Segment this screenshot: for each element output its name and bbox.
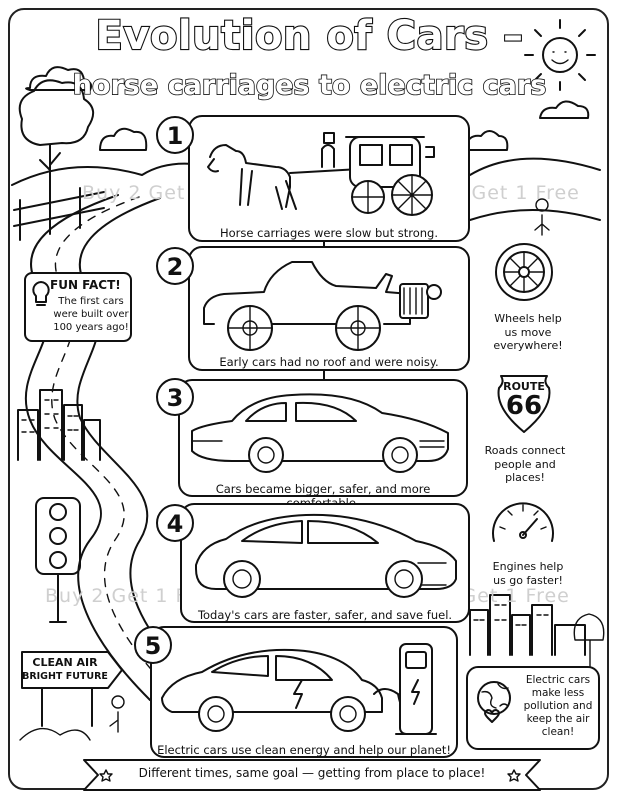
fun-fact-text: were built over xyxy=(53,309,129,320)
step-panel-2: Early cars had no roof and were noisy. xyxy=(188,246,470,371)
lightning-bolt-icon xyxy=(293,679,303,709)
electric-note-text: make less xyxy=(531,687,585,699)
early-car-illustration xyxy=(203,261,442,351)
route-sign-label: ROUTE xyxy=(503,380,545,393)
horse-carriage-illustration xyxy=(207,132,435,216)
step-caption: Today's cars are faster, safer, and save… xyxy=(197,608,453,622)
watermark-text: Buy 2 Get 1 Free xyxy=(45,585,220,607)
clean-sign-line2: BRIGHT FUTURE xyxy=(22,671,108,682)
star-icon xyxy=(99,769,113,782)
modern-car-illustration xyxy=(195,513,457,598)
step-number-badge: 2 xyxy=(156,247,194,285)
light-bulb-icon xyxy=(32,281,50,306)
wheels-note: Wheels help us move everywhere! xyxy=(493,312,563,352)
step-number-badge: 3 xyxy=(156,378,194,416)
page-title: Evolution of Cars – xyxy=(94,13,524,59)
charging-station-icon xyxy=(399,643,433,735)
fun-fact-text: 100 years ago! xyxy=(53,322,129,333)
banner-text: Different times, same goal — getting fro… xyxy=(138,766,486,780)
electric-note-box: Electric cars make less pollution and ke… xyxy=(466,666,600,750)
step-caption: Electric cars use clean energy and help … xyxy=(157,743,451,757)
electric-note-text: pollution and xyxy=(523,700,593,712)
route-66-sign-icon xyxy=(497,375,551,433)
page-subtitle: horse carriages to electric cars xyxy=(72,69,547,102)
heart-icon xyxy=(484,709,500,723)
city-skyline-icon xyxy=(469,594,586,656)
traffic-light-icon xyxy=(35,497,81,623)
speedometer-icon xyxy=(492,502,554,542)
step-caption: Horse carriages were slow but strong. xyxy=(219,226,438,240)
clean-sign-line1: CLEAN AIR xyxy=(32,656,98,669)
city-skyline-icon xyxy=(17,389,101,461)
cloud-icon xyxy=(25,66,93,91)
earth-icon xyxy=(477,681,511,723)
electric-note-text: Electric cars xyxy=(525,674,591,686)
step-number-badge: 5 xyxy=(134,626,172,664)
route-sign-number: 66 xyxy=(505,391,543,421)
star-icon xyxy=(507,769,521,782)
electric-note-text: keep the air xyxy=(526,713,590,725)
bottom-banner xyxy=(83,759,541,791)
wheel-icon xyxy=(495,243,553,301)
step-panel-4: Today's cars are faster, safer, and save… xyxy=(180,503,470,623)
engines-note: Engines help us go faster! xyxy=(492,560,564,587)
roads-note: Roads connect people and places! xyxy=(484,444,566,484)
step-number-badge: 4 xyxy=(156,504,194,542)
fun-fact-text: The first cars xyxy=(58,296,124,307)
step-caption: Early cars had no roof and were noisy. xyxy=(219,355,439,369)
step-number-badge: 1 xyxy=(156,116,194,154)
fun-fact-heading: FUN FACT! xyxy=(50,278,121,292)
step-panel-3: Cars became bigger, safer, and more comf… xyxy=(178,379,468,510)
tree-icon xyxy=(18,79,95,201)
electric-note-text: clean! xyxy=(541,726,575,738)
sun-icon xyxy=(524,19,596,91)
fun-fact-box: FUN FACT! The first cars were built over… xyxy=(24,272,132,342)
cloud-icon xyxy=(539,100,590,119)
electric-car-illustration xyxy=(161,643,437,735)
flower-icon xyxy=(534,198,550,236)
flower-icon xyxy=(109,695,125,733)
classic-car-illustration xyxy=(191,393,449,473)
step-panel-5: Electric cars use clean energy and help … xyxy=(150,626,458,758)
lightning-bolt-icon xyxy=(411,679,420,705)
step-panel-1: Horse carriages were slow but strong. xyxy=(188,115,470,242)
clean-air-sign xyxy=(21,651,123,727)
